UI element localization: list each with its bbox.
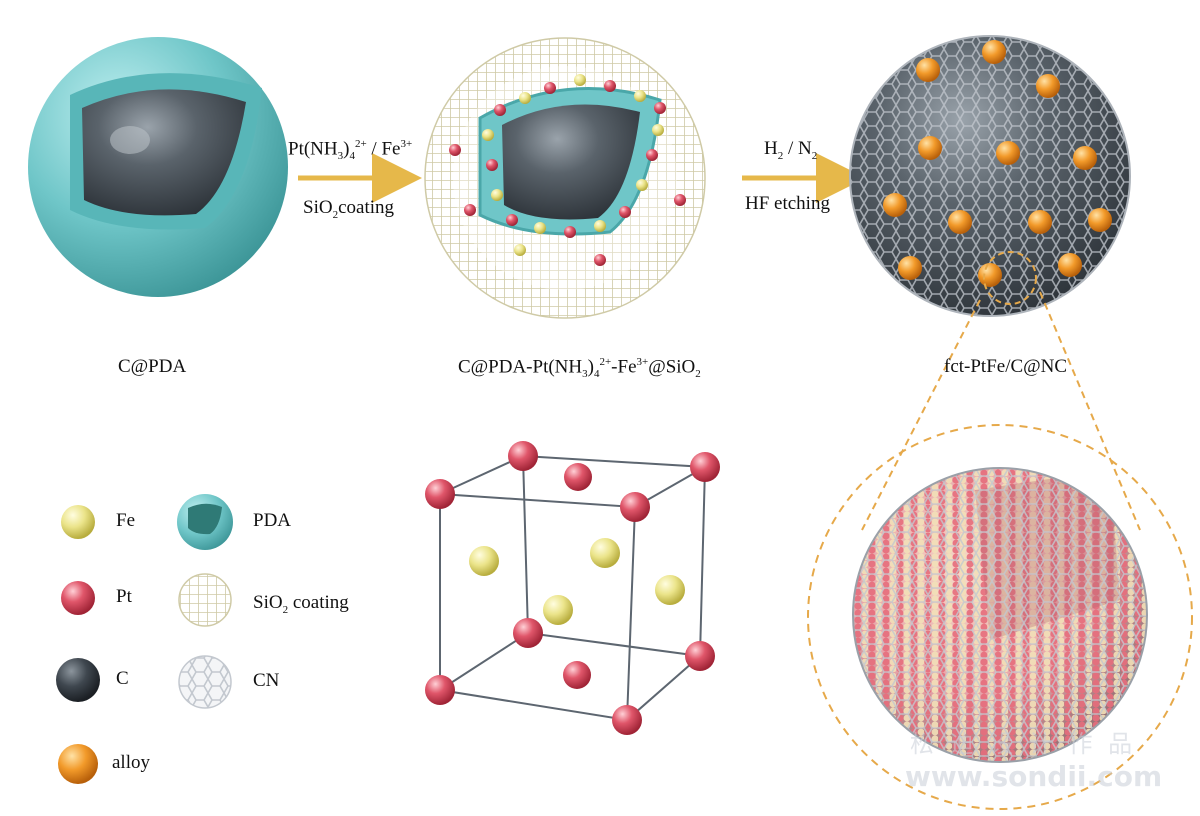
arrow-1-top-label: Pt(NH3)42+ / Fe3+ xyxy=(288,138,413,163)
stage-1-label: C@PDA xyxy=(118,356,187,377)
fe-ion xyxy=(514,244,526,256)
legend-cn-label: CN xyxy=(253,670,280,691)
legend-pda-label: PDA xyxy=(253,510,292,531)
alloy-nanoparticle xyxy=(1088,208,1112,232)
fe-atom xyxy=(543,595,573,625)
zoomed-alloy-particle xyxy=(807,424,1193,810)
pt-ion xyxy=(464,204,476,216)
pt-atom xyxy=(425,479,455,509)
alloy-nanoparticle xyxy=(898,256,922,280)
fe-atom xyxy=(655,575,685,605)
pt-sphere-icon xyxy=(61,581,95,615)
pt-ion xyxy=(619,206,631,218)
stage-2-label: C@PDA-Pt(NH3)42+-Fe3+@SiO2 xyxy=(458,356,701,381)
pt-ion xyxy=(646,149,658,161)
fe-sphere-icon xyxy=(61,505,95,539)
alloy-nanoparticle xyxy=(1073,146,1097,170)
pt-ion xyxy=(564,226,576,238)
cn-shell-icon xyxy=(178,655,232,709)
alloy-nanoparticle xyxy=(918,136,942,160)
c-pda-sio2-particle xyxy=(424,37,706,319)
alloy-nanoparticle xyxy=(1058,253,1082,277)
alloy-nanoparticle xyxy=(1036,74,1060,98)
arrow-2-bottom-label: HF etching xyxy=(745,193,830,214)
alloy-nanoparticle xyxy=(1028,210,1052,234)
c-sphere-icon xyxy=(56,658,100,702)
legend-sio2-label: SiO2 coating xyxy=(253,592,349,616)
pt-ion xyxy=(594,254,606,266)
alloy-nanoparticles xyxy=(883,40,1112,287)
pt-atom xyxy=(564,463,592,491)
alloy-nanoparticle xyxy=(883,193,907,217)
alloy-nanoparticle xyxy=(916,58,940,82)
alloy-nanoparticle xyxy=(978,263,1002,287)
fe-ion xyxy=(594,220,606,232)
alloy-sphere-icon xyxy=(58,744,98,784)
pt-ion xyxy=(506,214,518,226)
fe-atom xyxy=(590,538,620,568)
legend-icons xyxy=(56,494,233,784)
pt-atom xyxy=(513,618,543,648)
pt-ion xyxy=(486,159,498,171)
c-pda-particle xyxy=(28,37,288,297)
legend-alloy-label: alloy xyxy=(112,752,150,773)
pt-fe-ions xyxy=(449,74,686,266)
pt-ion xyxy=(604,80,616,92)
pt-atom xyxy=(690,452,720,482)
arrow-2-top-label: H2 / N2 xyxy=(764,138,818,162)
fe-ion xyxy=(636,179,648,191)
fe-ion xyxy=(482,129,494,141)
pt-ion xyxy=(544,82,556,94)
legend-fe-label: Fe xyxy=(116,510,135,531)
watermark-url: www.sondii.com xyxy=(905,760,1163,793)
alloy-nanoparticle xyxy=(982,40,1006,64)
alloy-nanoparticle xyxy=(948,210,972,234)
pt-atom xyxy=(620,492,650,522)
pda-shell-icon xyxy=(177,494,233,550)
pt-ion xyxy=(674,194,686,206)
pt-atom xyxy=(612,705,642,735)
watermark-chinese: 松 迪 设 计 作 品 xyxy=(910,730,1137,758)
fct-ptfe-c-nc-particle xyxy=(849,35,1131,317)
pt-atom xyxy=(508,441,538,471)
alloy-nanoparticle xyxy=(996,141,1020,165)
fct-unit-cell xyxy=(425,441,720,735)
fe-ion xyxy=(652,124,664,136)
pt-atom xyxy=(563,661,591,689)
pt-atom xyxy=(425,675,455,705)
fe-ion xyxy=(491,189,503,201)
legend-pt-label: Pt xyxy=(116,586,132,607)
arrow-1-bottom-label: SiO2coating xyxy=(303,197,395,221)
fe-ion xyxy=(519,92,531,104)
sio2-coating-icon xyxy=(178,573,232,627)
fe-ion xyxy=(634,90,646,102)
fe-atom xyxy=(469,546,499,576)
stage-3-label: fct-PtFe/C@NC xyxy=(944,356,1068,377)
fe-ion xyxy=(574,74,586,86)
legend-c-label: C xyxy=(116,668,129,689)
pt-atom xyxy=(685,641,715,671)
pt-ion xyxy=(654,102,666,114)
pt-ion xyxy=(449,144,461,156)
pt-ion xyxy=(494,104,506,116)
fe-ion xyxy=(534,222,546,234)
